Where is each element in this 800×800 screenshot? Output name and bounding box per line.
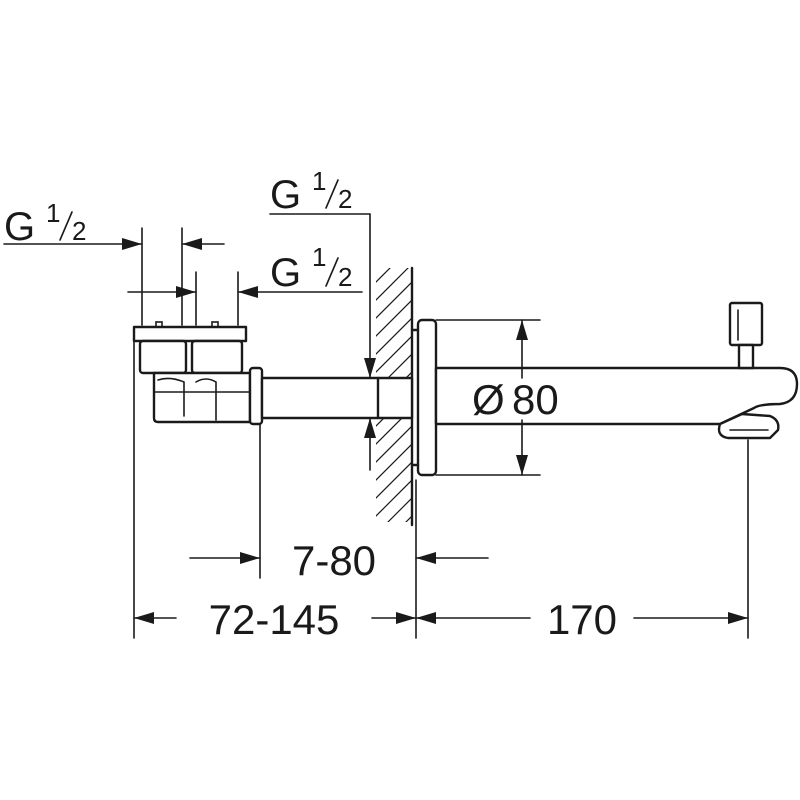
svg-text:1: 1 (312, 166, 326, 196)
thread-label-wall: G 1 2 (270, 166, 352, 217)
dim-overall-label: 72-145 (209, 596, 340, 643)
dim-rosette-symbol: Ø (472, 376, 505, 423)
valve-top-block (132, 325, 248, 343)
svg-text:2: 2 (72, 216, 86, 246)
diverter-knob (728, 301, 764, 347)
svg-text:G: G (270, 173, 301, 217)
valve-housing-left (138, 339, 188, 375)
extension-lines (133, 213, 749, 639)
svg-text:2: 2 (338, 262, 352, 292)
bath-spout (434, 301, 799, 440)
dim-rosette: Ø 80 (472, 319, 559, 476)
valve-body (132, 321, 264, 426)
svg-text:1: 1 (46, 198, 60, 228)
connection-flange (248, 366, 264, 426)
svg-text:G: G (270, 251, 301, 295)
spout-body (434, 366, 799, 426)
diverter-stem (737, 343, 755, 370)
wall-thread-arrows (364, 358, 376, 438)
extension-pipe (260, 376, 414, 420)
rosette-plate (416, 318, 438, 477)
dim-rosette-label: 80 (512, 376, 559, 423)
rosette (410, 318, 438, 477)
dim-spout-label: 170 (547, 596, 617, 643)
svg-text:2: 2 (338, 184, 352, 214)
thread-dim-2 (127, 286, 363, 298)
thread-dim-1 (3, 238, 225, 250)
svg-text:1: 1 (312, 242, 326, 272)
dim-spout: 170 (415, 596, 749, 643)
thread-label-left: G 1 2 (4, 198, 86, 249)
spout-outlet (717, 412, 780, 440)
dim-wall: 7-80 (189, 537, 489, 584)
thread-label-lower: G 1 2 (270, 242, 352, 295)
valve-housing-right (190, 339, 244, 375)
dim-wall-label: 7-80 (292, 537, 376, 584)
svg-text:G: G (4, 205, 35, 249)
valve-lower-body (152, 371, 252, 424)
dim-overall: 72-145 (133, 596, 417, 643)
